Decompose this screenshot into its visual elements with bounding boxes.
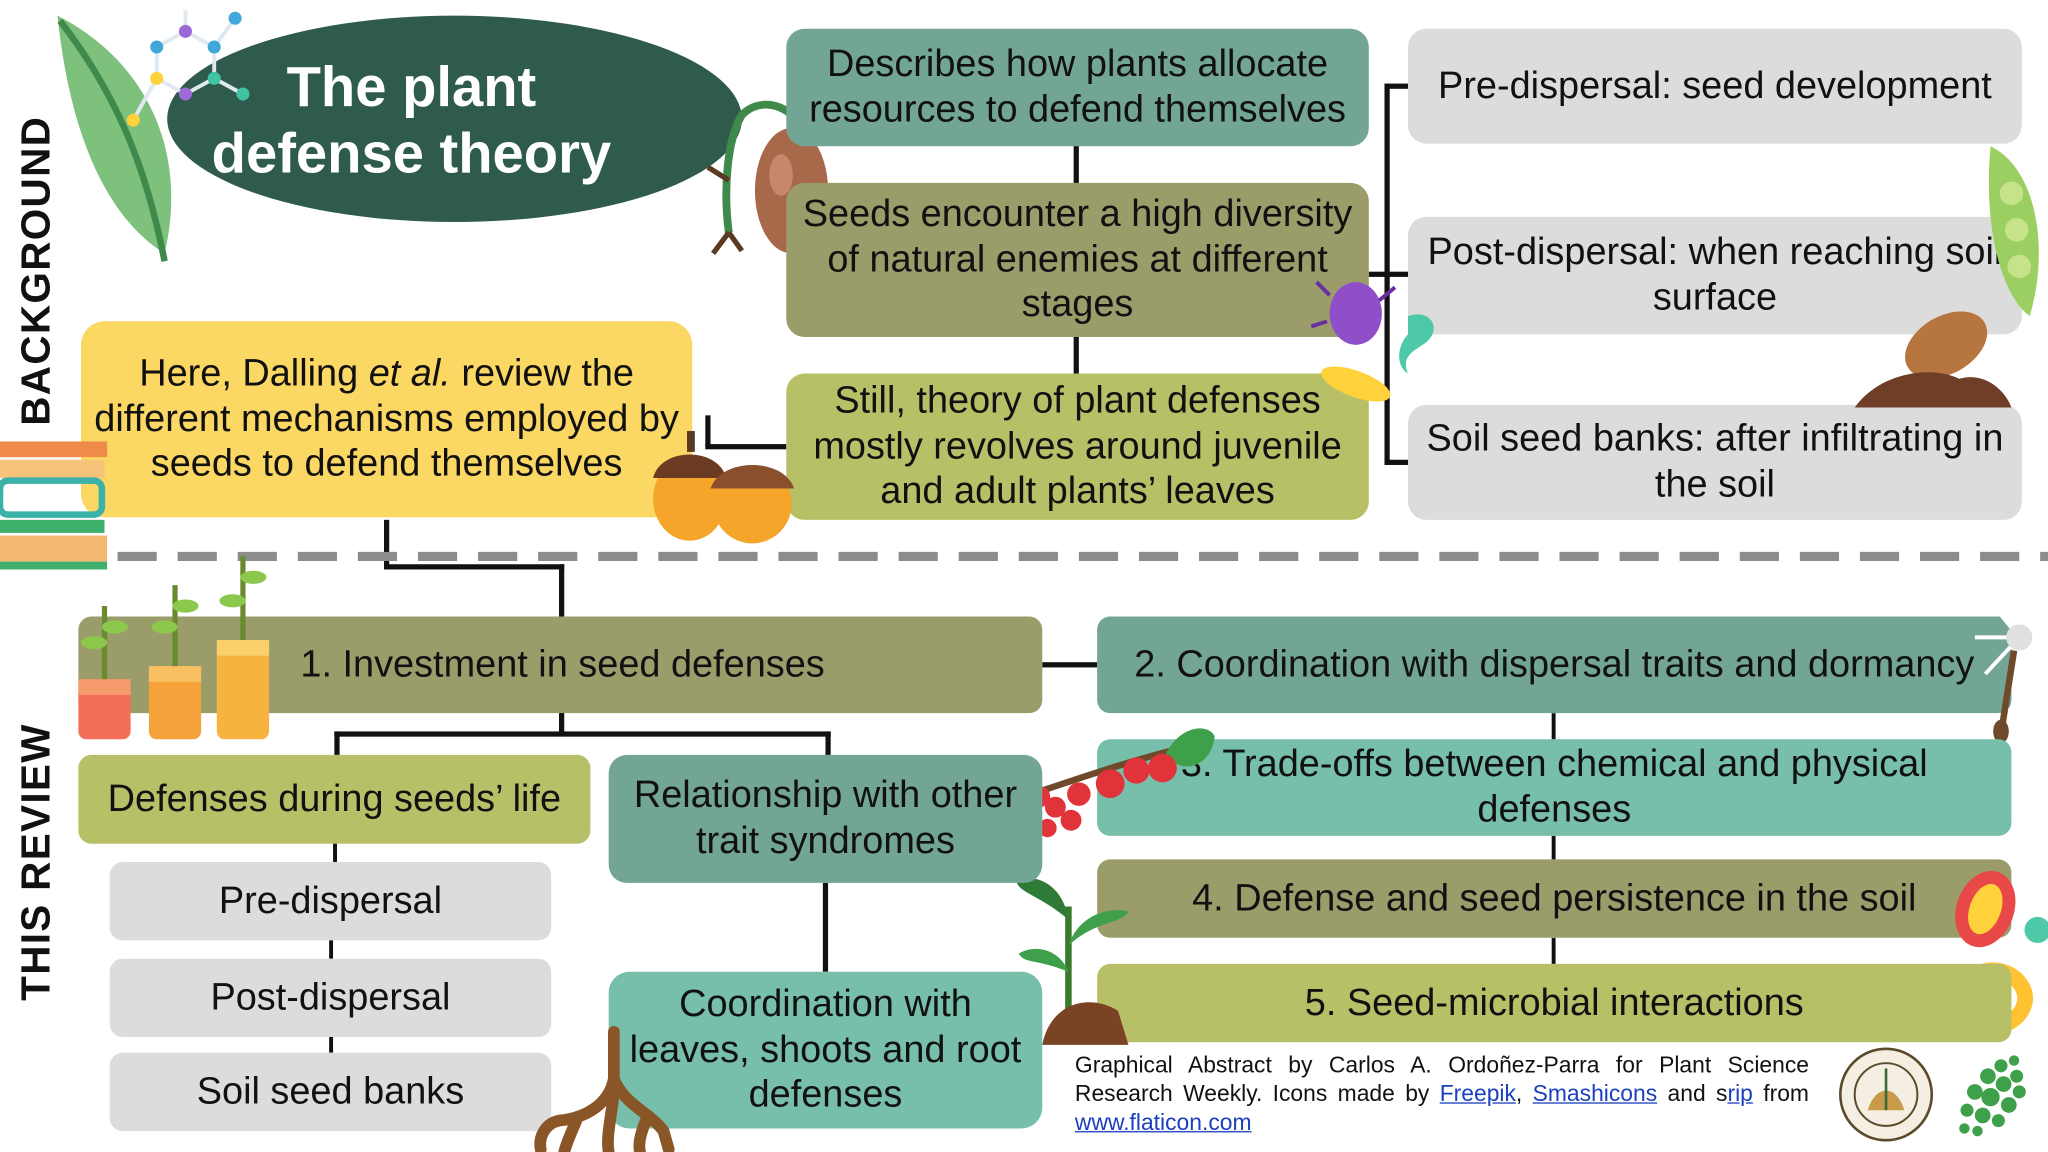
growing-coins-icon (78, 556, 270, 740)
roots-icon (534, 1025, 675, 1152)
connector (329, 937, 334, 959)
connector (1042, 662, 1098, 668)
enemies-box: Seeds encounter a high diversity of natu… (786, 182, 1369, 337)
stage-post-dispersal: Post-dispersal: when reaching soil surfa… (1407, 216, 2022, 335)
persistence-text: 4. Defense and seed persistence in the s… (1192, 877, 1917, 919)
title-banner (167, 15, 742, 223)
connector (825, 731, 831, 755)
seedling-on-soil-icon (1016, 878, 1129, 1045)
review-stage-post-dispersal: Post-dispersal (109, 958, 552, 1038)
review-stage-soil-seed-banks: Soil seed banks (109, 1052, 552, 1132)
relationship-text: Relationship with other trait syndromes (633, 774, 1018, 863)
connector (334, 731, 340, 755)
insect-icon (1310, 280, 1434, 402)
review-stage-pre-dispersal-text: Pre-dispersal (218, 879, 443, 922)
connector (383, 564, 565, 570)
section-label-this-review: THIS REVIEW (13, 723, 59, 1001)
pea-pod-icon (1988, 146, 2039, 317)
intro-box: Here, Dalling et al. review the differen… (80, 321, 693, 518)
credit-separator: , (1515, 1080, 1533, 1107)
credit-text: Graphical Abstract by Carlos A. Ordoñez-… (1075, 1050, 1809, 1136)
intro-text: Here, Dalling et al. review the differen… (94, 351, 679, 487)
intro-prefix: Here, Dalling (139, 352, 369, 395)
credit-line: Graphical Abstract by Carlos A. Ordoñez-… (1074, 1051, 1809, 1107)
leaf-icon (57, 15, 172, 262)
persistence-box: 4. Defense and seed persistence in the s… (1097, 859, 2012, 938)
stage-pre-dispersal-text: Pre-dispersal: seed development (1438, 64, 1992, 107)
intro-italic: et al. (368, 352, 451, 395)
coordination-leaves-text: Coordination with leaves, shoots and roo… (629, 983, 1022, 1116)
enemies-text: Seeds encounter a high diversity of natu… (802, 193, 1353, 326)
connector (1551, 937, 1556, 964)
connector (1551, 713, 1556, 740)
coordination-dispersal-box: 2. Coordination with dispersal traits an… (1097, 616, 2012, 714)
stage-soil-seed-bank: Soil seed banks: after infiltrating in t… (1407, 404, 2022, 520)
review-stage-pre-dispersal: Pre-dispersal (109, 862, 552, 941)
section-divider (117, 551, 2048, 561)
connector (1551, 835, 1556, 860)
still-box: Still, theory of plant defenses mostly r… (786, 373, 1369, 520)
berries-icon (1029, 728, 1215, 838)
credit-and: and s (1657, 1080, 1728, 1107)
flaticon-link[interactable]: www.flaticon.com (1074, 1108, 1252, 1136)
tradeoffs-text: 3. Trade-offs between chemical and physi… (1180, 743, 1928, 831)
investment-text: 1. Investment in seed defenses (300, 643, 825, 686)
connector (1384, 459, 1408, 465)
credit-from: from (1752, 1080, 1809, 1107)
seed-on-soil-icon (1854, 311, 2012, 408)
connector (383, 519, 390, 567)
stage-post-dispersal-text: Post-dispersal: when reaching soil surfa… (1427, 231, 2003, 319)
connector (559, 711, 565, 736)
review-stage-soil-seed-banks-text: Soil seed banks (196, 1070, 465, 1113)
tradeoffs-box: 3. Trade-offs between chemical and physi… (1097, 739, 2012, 836)
stage-pre-dispersal: Pre-dispersal: seed development (1407, 28, 2022, 144)
connector (822, 882, 829, 972)
freepik-link[interactable]: Freepik (1439, 1080, 1516, 1107)
connector (705, 415, 711, 447)
stage-soil-seed-bank-text: Soil seed banks: after infiltrating in t… (1426, 418, 2004, 506)
dandelion-seed-icon (1974, 577, 2048, 744)
describes-box: Describes how plants allocate resources … (786, 28, 1369, 147)
defenses-life-text: Defenses during seeds’ life (107, 777, 562, 820)
connector (1368, 271, 1408, 277)
connector (329, 1034, 334, 1053)
microbial-box: 5. Seed-microbial interactions (1097, 963, 2012, 1043)
page-title: The plant defense theory (211, 56, 612, 186)
smashicons-link[interactable]: Smashicons (1532, 1080, 1658, 1107)
connector (705, 444, 787, 450)
srip-link[interactable]: rip (1727, 1080, 1753, 1107)
defenses-life-box: Defenses during seeds’ life (78, 754, 591, 844)
relationship-box: Relationship with other trait syndromes (608, 754, 1043, 883)
describes-text: Describes how plants allocate resources … (809, 43, 1346, 131)
intro-suffix: review the different mechanisms employed… (94, 352, 679, 486)
microbial-text: 5. Seed-microbial interactions (1304, 981, 1804, 1024)
connector (334, 731, 831, 737)
review-stage-post-dispersal-text: Post-dispersal (210, 976, 451, 1019)
acorns-icon (653, 431, 795, 544)
connector (1384, 83, 1408, 89)
molecule-icon (126, 10, 250, 127)
connector (559, 564, 565, 617)
coordination-dispersal-text: 2. Coordination with dispersal traits an… (1134, 643, 1975, 686)
books-icon (0, 441, 108, 570)
still-text: Still, theory of plant defenses mostly r… (813, 379, 1342, 513)
dotted-leaf-logo (1959, 1055, 2026, 1137)
connector (333, 841, 337, 863)
society-seal-logo (1839, 1047, 1934, 1142)
coordination-leaves-box: Coordination with leaves, shoots and roo… (608, 971, 1043, 1129)
